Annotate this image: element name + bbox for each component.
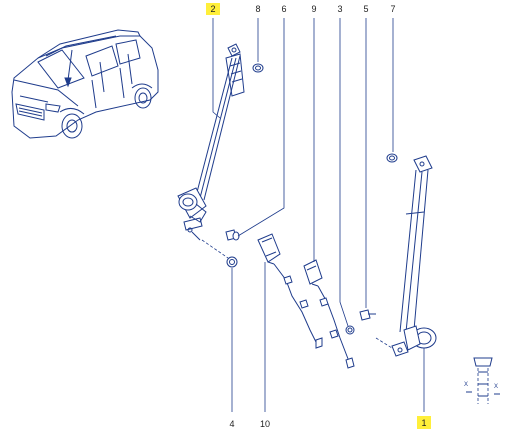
buckle-part-9 [303, 259, 355, 369]
nut-part-3 [345, 325, 355, 335]
callout-6: 6 [281, 4, 286, 14]
orientation-legend-icon: X X [464, 357, 500, 404]
vehicle-thumbnail [11, 29, 159, 139]
seat-belt-assembly-left [177, 43, 245, 241]
callout-9: 9 [311, 4, 316, 14]
legend-axis-x-label: X [464, 382, 468, 388]
callout-7: 7 [390, 4, 395, 14]
callout-8: 8 [255, 4, 260, 14]
callout-1-highlight [417, 416, 431, 429]
callout-1: 1 [421, 418, 426, 428]
bolt-cap-part-8 [252, 63, 264, 73]
callout-2: 2 [210, 4, 215, 14]
spacer-part-4 [201, 239, 238, 268]
buckle-part-10 [257, 233, 323, 349]
callout-2-highlight [206, 3, 220, 15]
bolt-cap-part-7 [386, 153, 398, 163]
callout-5: 5 [363, 4, 368, 14]
callout-10: 10 [260, 419, 270, 429]
callout-4: 4 [229, 419, 234, 429]
seat-belt-assembly-right [375, 155, 437, 357]
callout-numbers: 2 8 6 9 3 5 7 4 10 1 [206, 3, 431, 429]
legend-axis-x2-label: X [494, 384, 498, 390]
bolt-part-5 [359, 309, 376, 321]
bolt-part-6 [225, 229, 240, 241]
leader-lines [212, 18, 425, 412]
callout-3: 3 [337, 4, 342, 14]
